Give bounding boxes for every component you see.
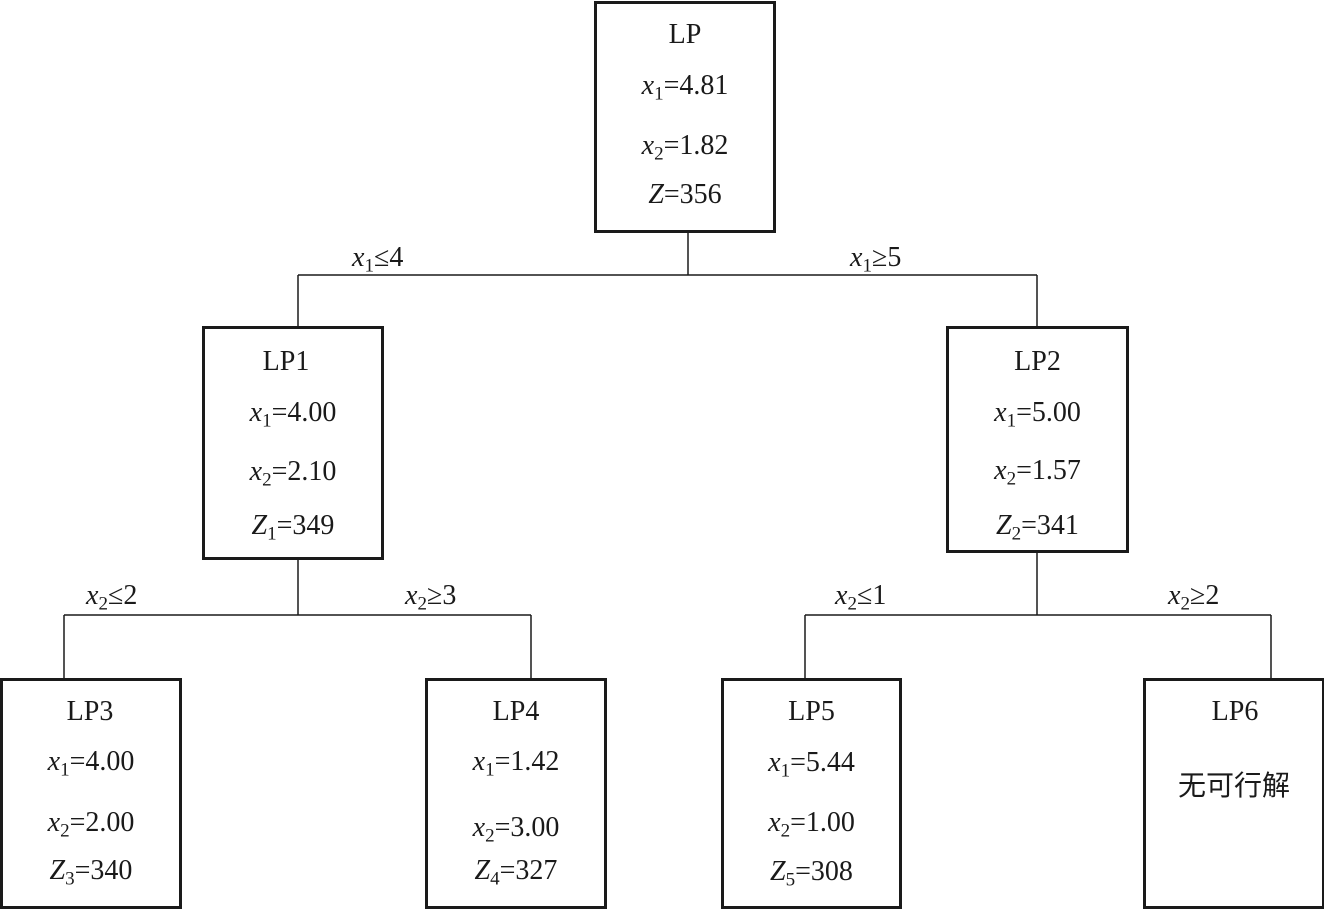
node-x1-value: x1=1.42 (472, 746, 560, 781)
node-title: LP (668, 19, 702, 50)
branch-label-x2-ge-3: x2≥3 (405, 580, 457, 615)
node-title: LP4 (492, 696, 540, 727)
node-lp5: LP5 x1=5.44 x2=1.00 Z5=308 (721, 678, 902, 909)
node-z-value: Z4=327 (474, 855, 558, 890)
node-lp2: LP2 x1=5.00 x2=1.57 Z2=341 (946, 326, 1129, 553)
node-lp3: LP3 x1=4.00 x2=2.00 Z3=340 (0, 678, 182, 909)
node-x1-value: x1=4.00 (47, 746, 135, 781)
node-title: LP1 (262, 346, 310, 377)
node-infeasible-text: 无可行解 (1177, 769, 1290, 802)
node-title: LP2 (1014, 346, 1061, 377)
node-z-value: Z2=341 (996, 510, 1079, 545)
node-z-value: Z1=349 (251, 510, 335, 545)
branch-label-x1-ge-5: x1≥5 (850, 242, 902, 277)
node-x1-value: x1=4.00 (249, 397, 337, 432)
branch-label-x2-le-2: x2≤2 (86, 580, 138, 615)
branch-label-x2-ge-2: x2≥2 (1168, 580, 1220, 615)
branch-label-x1-le-4: x1≤4 (352, 242, 404, 277)
node-x1-value: x1=5.00 (994, 397, 1081, 432)
node-title: LP6 (1211, 696, 1259, 727)
node-lp4: LP4 x1=1.42 x2=3.00 Z4=327 (425, 678, 607, 909)
node-lp1: LP1 x1=4.00 x2=2.10 Z1=349 (202, 326, 384, 560)
branch-label-x2-le-1: x2≤1 (835, 580, 887, 615)
node-lp-root: LP x1=4.81 x2=1.82 Z=356 (594, 1, 776, 233)
node-z-value: Z3=340 (49, 855, 133, 890)
node-z-value: Z5=308 (770, 856, 853, 891)
node-x2-value: x2=1.82 (641, 130, 729, 165)
node-x2-value: x2=2.00 (47, 807, 135, 842)
node-x2-value: x2=3.00 (472, 812, 560, 847)
node-x1-value: x1=4.81 (641, 70, 729, 105)
node-title: LP5 (788, 696, 835, 727)
node-x1-value: x1=5.44 (768, 747, 855, 782)
node-x2-value: x2=1.57 (994, 455, 1081, 490)
node-z-value: Z=356 (648, 179, 722, 210)
node-x2-value: x2=2.10 (249, 456, 337, 491)
node-x2-value: x2=1.00 (768, 807, 855, 842)
node-lp6: LP6 无可行解 (1143, 678, 1324, 909)
node-title: LP3 (66, 696, 114, 727)
